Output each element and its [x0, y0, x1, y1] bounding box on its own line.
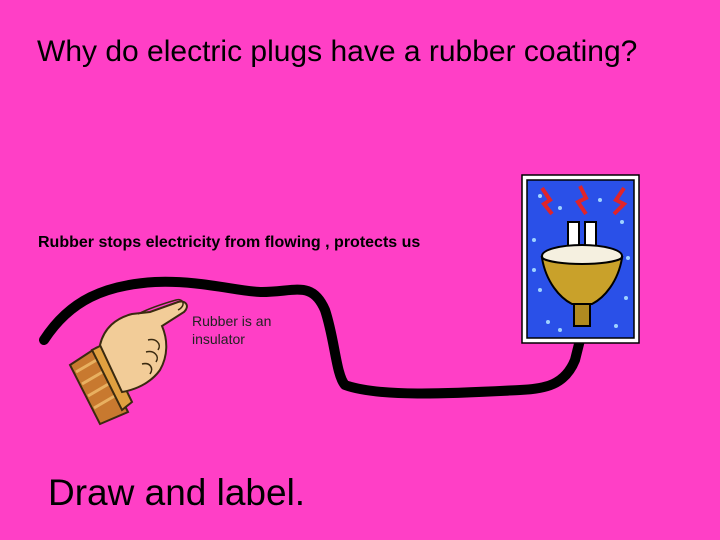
spark-icon [540, 185, 628, 216]
answer-text: Rubber stops electricity from flowing , … [38, 234, 421, 251]
plug-icon [521, 174, 640, 344]
hand-icon [68, 298, 188, 426]
slide-title-text: Why do electric plugs have a rubber coat… [37, 35, 638, 68]
cable-line [39, 276, 585, 399]
insulator-label: Rubber is an insulator [192, 313, 272, 348]
instruction-text: Draw and label. [48, 472, 306, 513]
slide-title: Why do electric plugs have a rubber coat… [37, 32, 687, 72]
